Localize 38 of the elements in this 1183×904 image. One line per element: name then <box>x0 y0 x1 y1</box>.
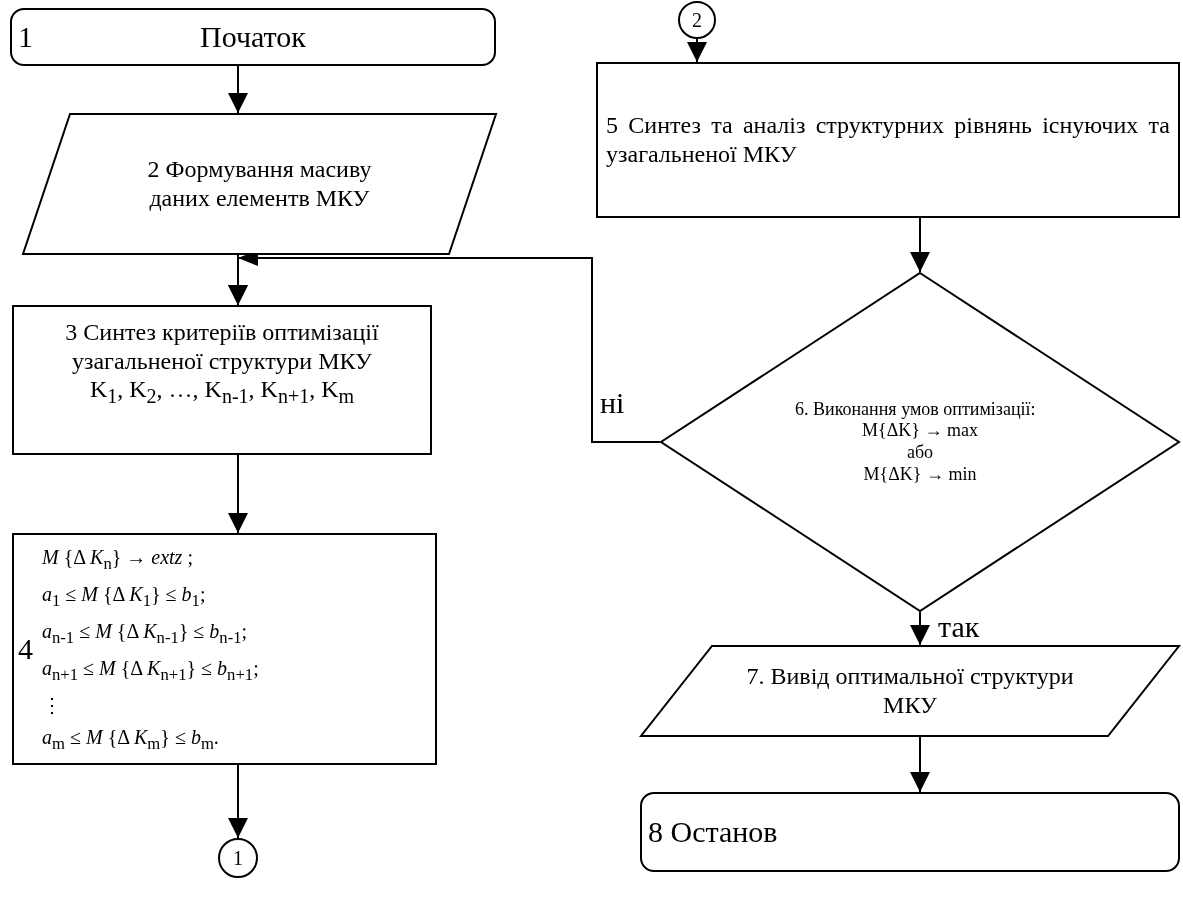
node-label: K$_{1}$, K$_{2}$, …, K$_{n-1}$, K$_{n+1}$, K$_{m}$ <box>89 375 355 409</box>
arrow <box>228 764 248 839</box>
output-parallelogram <box>640 645 1180 737</box>
step-number: 4 <box>18 631 33 667</box>
node-label: 2 <box>692 8 702 32</box>
formula-line: a$_{m}$ ≤ M {Δ K$_{m}$} ≤ b$_{m}$. <box>42 724 219 754</box>
node-label: 1 <box>233 846 243 870</box>
connector-circle <box>218 838 258 878</box>
formula-line: ⋮ <box>42 692 62 717</box>
formula-line: або <box>905 442 935 464</box>
node-label: 7. Вивід оптимальної структури МКУ <box>745 662 1075 720</box>
connector-circle <box>678 1 716 39</box>
decision-diamond <box>660 272 1180 612</box>
arrow <box>228 454 248 534</box>
process-box <box>12 305 432 455</box>
node-label: 5 Синтез та аналіз структурних рівнянь існуючих та узагальненої МКУ <box>606 111 1170 169</box>
arrow <box>687 38 707 63</box>
formula-line: M{ΔK} → max <box>861 420 979 442</box>
constraints-box <box>12 533 437 765</box>
formula-line: a$_{n-1}$ ≤ M {Δ K$_{n-1}$} ≤ b$_{n-1}$; <box>42 618 248 648</box>
condition-text: 6. Виконання умов оптимізації: <box>795 398 1037 421</box>
step-number: 1 <box>18 19 33 55</box>
arrow <box>910 217 930 273</box>
arrow <box>910 736 930 793</box>
node-label: 2 Формування масиву даних елементв МКУ <box>146 155 373 213</box>
node-label: 3 Синтез критеріїв оптимізації узагальненої структури МКУ <box>64 317 380 376</box>
formula-line: a$_{n+1}$ ≤ M {Δ K$_{n+1}$} ≤ b$_{n+1}$; <box>42 655 259 685</box>
input-parallelogram <box>22 113 497 255</box>
end-terminator <box>640 792 1180 872</box>
node-label: Початок <box>200 19 306 55</box>
formula-line: M {Δ K$_{n}$} → extz ; <box>42 544 193 574</box>
arrow <box>910 611 930 646</box>
start-terminator <box>10 8 496 66</box>
formula-line: a$_{1}$ ≤ M {Δ K$_{1}$} ≤ b$_{1}$; <box>42 581 206 611</box>
formula-line: M{ΔK} → min <box>862 463 978 486</box>
node-label: 8 Останов <box>648 814 779 850</box>
arrow <box>228 65 248 114</box>
process-box <box>596 62 1180 218</box>
